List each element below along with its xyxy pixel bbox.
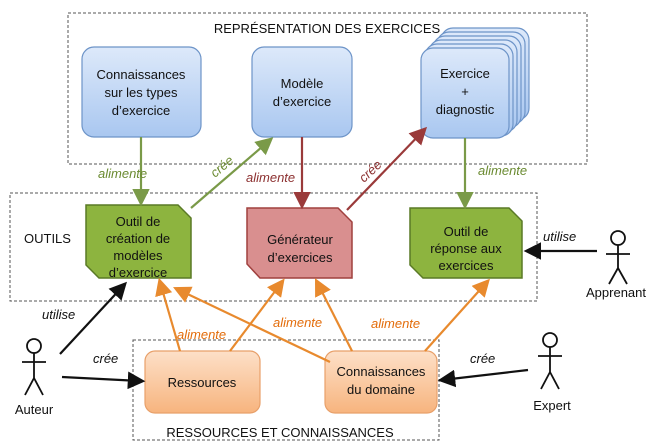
knowledge-types-box: Connaissances sur les types d’exercice <box>81 46 202 138</box>
arrow-author-uses-model-tool <box>59 281 127 355</box>
exercise-diagnostic-line: + <box>461 84 469 99</box>
arrow-expert-creates-domain <box>437 368 529 388</box>
label-creates: crée <box>356 157 385 185</box>
generator-line: Générateur <box>267 232 333 247</box>
arrow-domain-to-generator <box>315 278 353 352</box>
generator-box: Générateur d’exercices <box>246 207 353 279</box>
knowledge-types-line: Connaissances <box>97 67 186 82</box>
arrow-domain-to-model-tool <box>173 286 331 363</box>
model-tool-line: création de <box>106 231 170 246</box>
exercise-model-box: Modèle d’exercice <box>251 46 353 138</box>
exercise-model-line: d’exercice <box>273 94 332 109</box>
label-uses: utilise <box>42 307 75 322</box>
answer-tool-line: Outil de <box>444 224 489 239</box>
label-creates: crée <box>470 351 495 366</box>
generator-line: d’exercices <box>267 250 333 265</box>
answer-tool-line: réponse aux <box>430 241 502 256</box>
label-feeds: alimente <box>177 327 226 342</box>
model-tool-line: d’exercice <box>109 265 168 280</box>
domain-knowledge-line: Connaissances <box>337 364 426 379</box>
label-uses: utilise <box>543 229 576 244</box>
domain-knowledge-line: du domaine <box>347 382 415 397</box>
label-creates: crée <box>207 153 236 181</box>
exercise-diagnostic-stack: Exercice + diagnostic <box>420 27 530 139</box>
author-actor-icon <box>22 338 46 396</box>
model-tool-line: Outil de <box>116 214 161 229</box>
label-feeds: alimente <box>478 163 527 178</box>
learner-actor-icon <box>606 230 630 285</box>
model-tool-line: modèles <box>113 248 163 263</box>
exercises-region-title: REPRÉSENTATION DES EXERCICES <box>214 21 441 36</box>
author-label: Auteur <box>15 402 54 417</box>
label-feeds: alimente <box>371 316 420 331</box>
expert-actor-icon <box>538 332 562 390</box>
arrow-model-tool-to-model <box>190 137 274 209</box>
arrow-resources-to-model-tool <box>155 277 182 352</box>
learner-label: Apprenant <box>586 285 646 300</box>
model-creation-tool-box: Outil de création de modèles d’exercice <box>85 204 192 280</box>
arrow-generator-to-exercise <box>346 126 428 211</box>
exercise-diagnostic-line: diagnostic <box>436 102 495 117</box>
answer-tool-box: Outil de réponse aux exercices <box>409 207 523 279</box>
resources-region-title: RESSOURCES ET CONNAISSANCES <box>166 425 394 440</box>
domain-knowledge-box: Connaissances du domaine <box>324 350 438 414</box>
resources-label: Ressources <box>168 375 237 390</box>
label-feeds: alimente <box>273 315 322 330</box>
expert-label: Expert <box>533 398 571 413</box>
label-feeds: alimente <box>98 166 147 181</box>
knowledge-types-line: sur les types <box>105 85 178 100</box>
exercise-model-line: Modèle <box>281 76 324 91</box>
arrow-domain-to-answer-tool <box>424 278 490 352</box>
exercise-diagnostic-line: Exercice <box>440 66 490 81</box>
resources-box: Ressources <box>144 350 261 414</box>
label-feeds: alimente <box>246 170 295 185</box>
answer-tool-line: exercices <box>439 258 494 273</box>
arrow-resources-to-generator <box>229 278 285 352</box>
tools-region-title: OUTILS <box>24 231 71 246</box>
label-creates: crée <box>93 351 118 366</box>
knowledge-types-line: d’exercice <box>112 103 171 118</box>
arrow-author-creates-resources <box>61 371 146 390</box>
